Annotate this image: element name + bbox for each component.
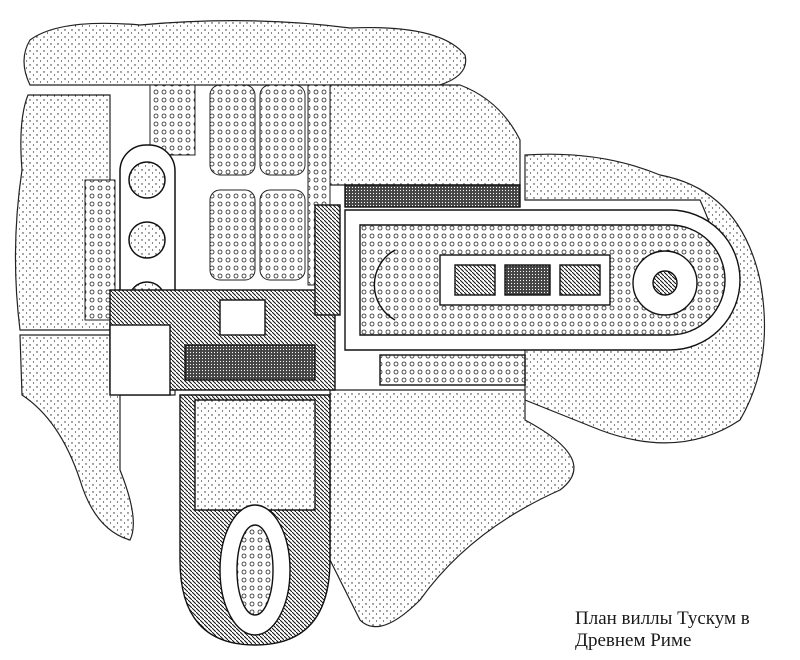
south-garden	[179, 394, 331, 646]
caption-line-2: Древнем Риме	[575, 630, 692, 651]
garden-rotunda-center	[652, 270, 678, 296]
villa-building	[109, 204, 341, 396]
woodland-mid-north	[329, 84, 521, 186]
formal-garden	[344, 184, 741, 386]
villa-tower	[314, 204, 341, 316]
parterre-panel-3	[559, 264, 601, 296]
caption-line-1: План виллы Тускум в	[575, 608, 750, 629]
grove-4	[259, 189, 306, 281]
tree-row-north	[149, 84, 196, 156]
parterre-panel-1	[454, 264, 496, 296]
oval-basin-inner	[236, 524, 274, 616]
villa-hall	[184, 344, 316, 381]
woodland-southeast	[329, 389, 575, 628]
parterre-panel-2	[504, 264, 551, 296]
villa-west-wing	[109, 324, 171, 396]
plan-caption: План виллы Тускум в Древнем Риме	[575, 608, 790, 652]
garden-exedra	[373, 249, 396, 321]
woodland-north	[23, 20, 467, 86]
basin-2	[128, 221, 166, 259]
south-garden-lawn	[194, 399, 316, 511]
grove-1	[209, 84, 256, 176]
grove-2	[259, 84, 306, 176]
garden-terrace-north	[344, 184, 521, 208]
woodland-areas	[14, 20, 766, 628]
basin-1	[128, 161, 166, 199]
grove-3	[209, 189, 256, 281]
villa-courtyard	[219, 299, 266, 336]
garden-terrace-south	[379, 354, 526, 386]
